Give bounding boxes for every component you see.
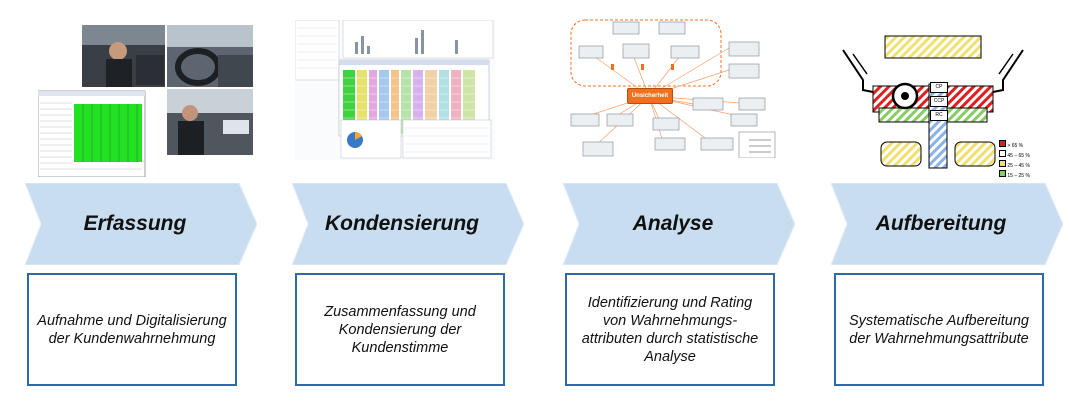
step-arrow-aufbereitung: Aufbereitung [831, 183, 1063, 265]
zone-label-ccp: CCP [930, 96, 948, 107]
step-arrow-erfassung: Erfassung [25, 183, 257, 265]
legend-item: 45 – 65 % [999, 150, 1039, 160]
step-description-box: Aufnahme und Digitalisierung der Kundenw… [27, 273, 237, 386]
zone-label-cp: CP [930, 82, 948, 93]
step-description-box: Identifizierung und Rating von Wahrnehmu… [565, 273, 775, 386]
step-description: Identifizierung und Rating von Wahrnehmu… [581, 294, 759, 365]
recording-collage-image [37, 25, 253, 178]
car-interior-image: CP CCP RC > 65 % 45 – 65 % 25 – 45 % 15 … [833, 30, 1038, 179]
step-arrow-analyse: Analyse [563, 183, 795, 265]
step-description-box: Zusammenfassung und Kondensierung der Ku… [295, 273, 505, 386]
step-arrow-kondensierung: Kondensierung [292, 183, 524, 265]
step-description-box: Systematische Aufbereitung der Wahrnehmu… [834, 273, 1044, 386]
step-title: Erfassung [83, 212, 187, 235]
step-description: Aufnahme und Digitalisierung der Kundenw… [37, 312, 227, 347]
car-legend: > 65 % 45 – 65 % 25 – 45 % 15 – 25 % [999, 140, 1039, 180]
analysis-network-image: Unsicherheit [563, 18, 778, 159]
spreadsheet-collage-image [294, 19, 495, 160]
legend-item: 15 – 25 % [999, 170, 1039, 180]
analysis-center-label: Unsicherheit [631, 93, 669, 99]
step-title: Aufbereitung [875, 212, 1007, 235]
step-title: Kondensierung [324, 212, 479, 235]
step-description: Systematische Aufbereitung der Wahrnehmu… [848, 312, 1029, 347]
legend-item: > 65 % [999, 140, 1039, 150]
legend-item: 25 – 45 % [999, 160, 1039, 170]
step-title: Analyse [632, 212, 714, 235]
zone-label-rc: RC [930, 110, 948, 121]
analysis-center-node: Unsicherheit [627, 88, 673, 104]
step-description: Zusammenfassung und Kondensierung der Ku… [324, 303, 476, 356]
